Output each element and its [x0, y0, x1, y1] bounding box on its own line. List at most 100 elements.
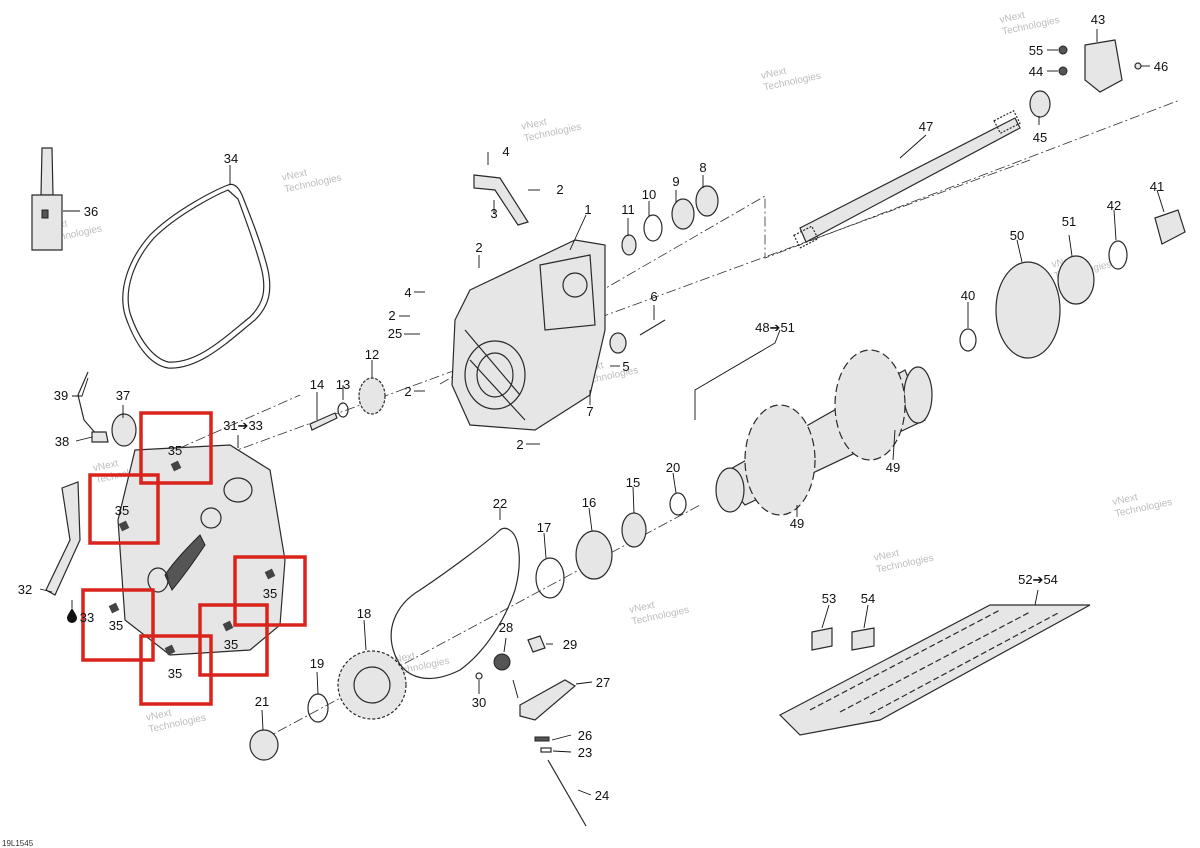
label-44: 44 — [1029, 64, 1043, 79]
label-50: 50 — [1010, 228, 1024, 243]
part-17-snap-ring — [535, 557, 565, 599]
label-20: 20 — [666, 460, 680, 475]
label-16: 16 — [582, 495, 596, 510]
label-31-33: 31➔33 — [223, 418, 263, 433]
part-43-bearing-flange — [1084, 39, 1123, 93]
part-19-circlip — [307, 693, 329, 723]
watermark-line-1: vNext — [999, 10, 1027, 26]
label-19: 19 — [310, 656, 324, 671]
part-35-bolts — [108, 460, 276, 656]
label-15: 15 — [626, 475, 640, 490]
label-28: 28 — [499, 620, 513, 635]
part-11-spacer — [621, 234, 637, 256]
part-32-tensioner-arm — [45, 481, 81, 596]
watermark-line-1: vNext — [281, 168, 309, 184]
label-2: 2 — [388, 308, 395, 323]
label-41: 41 — [1150, 179, 1164, 194]
label-10: 10 — [642, 187, 656, 202]
part-48-drive-axle — [715, 349, 933, 516]
label-35: 35 — [263, 586, 277, 601]
part-9-bearing — [671, 198, 695, 230]
part-55-nut — [1058, 45, 1068, 55]
part-23-washer — [540, 747, 552, 753]
label-21: 21 — [255, 694, 269, 709]
label-1: 1 — [584, 202, 591, 217]
part-34-gasket — [122, 183, 271, 369]
part-24-tensioner-rod — [547, 759, 587, 827]
label-35: 35 — [168, 666, 182, 681]
label-45: 45 — [1033, 130, 1047, 145]
label-9: 9 — [672, 174, 679, 189]
watermark-line-1: vNext — [1111, 492, 1139, 508]
label-39: 39 — [54, 388, 68, 403]
watermark-line-1: vNext — [520, 117, 548, 133]
label-51: 51 — [1062, 214, 1076, 229]
label-49: 49 — [790, 516, 804, 531]
label-37: 37 — [116, 388, 130, 403]
part-13-washer — [337, 402, 349, 418]
watermark-line-1: vNext — [760, 66, 788, 82]
label-2: 2 — [404, 384, 411, 399]
label-11: 11 — [621, 202, 635, 217]
label-18: 18 — [357, 606, 371, 621]
highlight-box-1 — [139, 411, 213, 485]
label-48-51: 48➔51 — [755, 320, 795, 335]
part-52-track-section — [778, 604, 1091, 736]
part-18-hub — [353, 666, 391, 704]
label-25: 25 — [388, 326, 402, 341]
label-4: 4 — [404, 285, 411, 300]
part-51-seal — [1057, 255, 1095, 305]
label-40: 40 — [961, 288, 975, 303]
label-13: 13 — [336, 377, 350, 392]
highlight-box-6 — [139, 634, 213, 706]
part-30-washer — [475, 672, 483, 680]
label-33: 33 — [80, 610, 94, 625]
label-47: 47 — [919, 119, 933, 134]
highlight-box-2 — [88, 473, 160, 545]
part-47-drive-shaft — [793, 109, 1021, 249]
watermark-line-1: vNext — [145, 708, 173, 724]
label-12: 12 — [365, 347, 379, 362]
part-38-fitting — [91, 431, 109, 443]
part-22-drive-chain — [390, 527, 520, 679]
part-40-o-ring — [959, 328, 977, 352]
part-39-breather-hose — [77, 371, 99, 437]
label-2: 2 — [556, 182, 563, 197]
label-35: 35 — [224, 637, 238, 652]
highlight-box-3 — [233, 555, 307, 627]
part-45-bearing — [1029, 90, 1051, 118]
drawing-id: 19L1545 — [2, 839, 34, 848]
part-10-snap-ring — [643, 214, 663, 242]
part-18-sprocket — [337, 650, 407, 720]
label-42: 42 — [1107, 198, 1121, 213]
part-42-ring — [1108, 240, 1128, 270]
part-37-plug — [111, 413, 137, 447]
part-14-bolt — [309, 412, 338, 431]
part-27-tensioner-arm — [519, 679, 577, 721]
part-36-oil-bottle — [31, 147, 63, 251]
label-35: 35 — [168, 443, 182, 458]
label-22: 22 — [493, 496, 507, 511]
part-50-sprocket-retainer — [995, 261, 1061, 359]
label-4: 4 — [502, 144, 509, 159]
label-24: 24 — [595, 788, 609, 803]
part-28-roller — [493, 653, 511, 671]
part-16-seal — [575, 530, 613, 580]
label-2: 2 — [516, 437, 523, 452]
part-8-bearing — [695, 185, 719, 217]
label-34: 34 — [224, 151, 238, 166]
label-52-54: 52➔54 — [1018, 572, 1058, 587]
highlight-box-5 — [198, 603, 269, 677]
label-26: 26 — [578, 728, 592, 743]
label-27: 27 — [596, 675, 610, 690]
label-36: 36 — [84, 204, 98, 219]
part-33-drain-drop-icon — [67, 608, 77, 623]
label-55: 55 — [1029, 43, 1043, 58]
part-41-bushing — [1154, 209, 1186, 245]
watermark-line-1: vNext — [628, 600, 656, 616]
part-20-o-ring — [669, 492, 687, 516]
label-5: 5 — [622, 359, 629, 374]
part-44-nut — [1058, 66, 1068, 76]
